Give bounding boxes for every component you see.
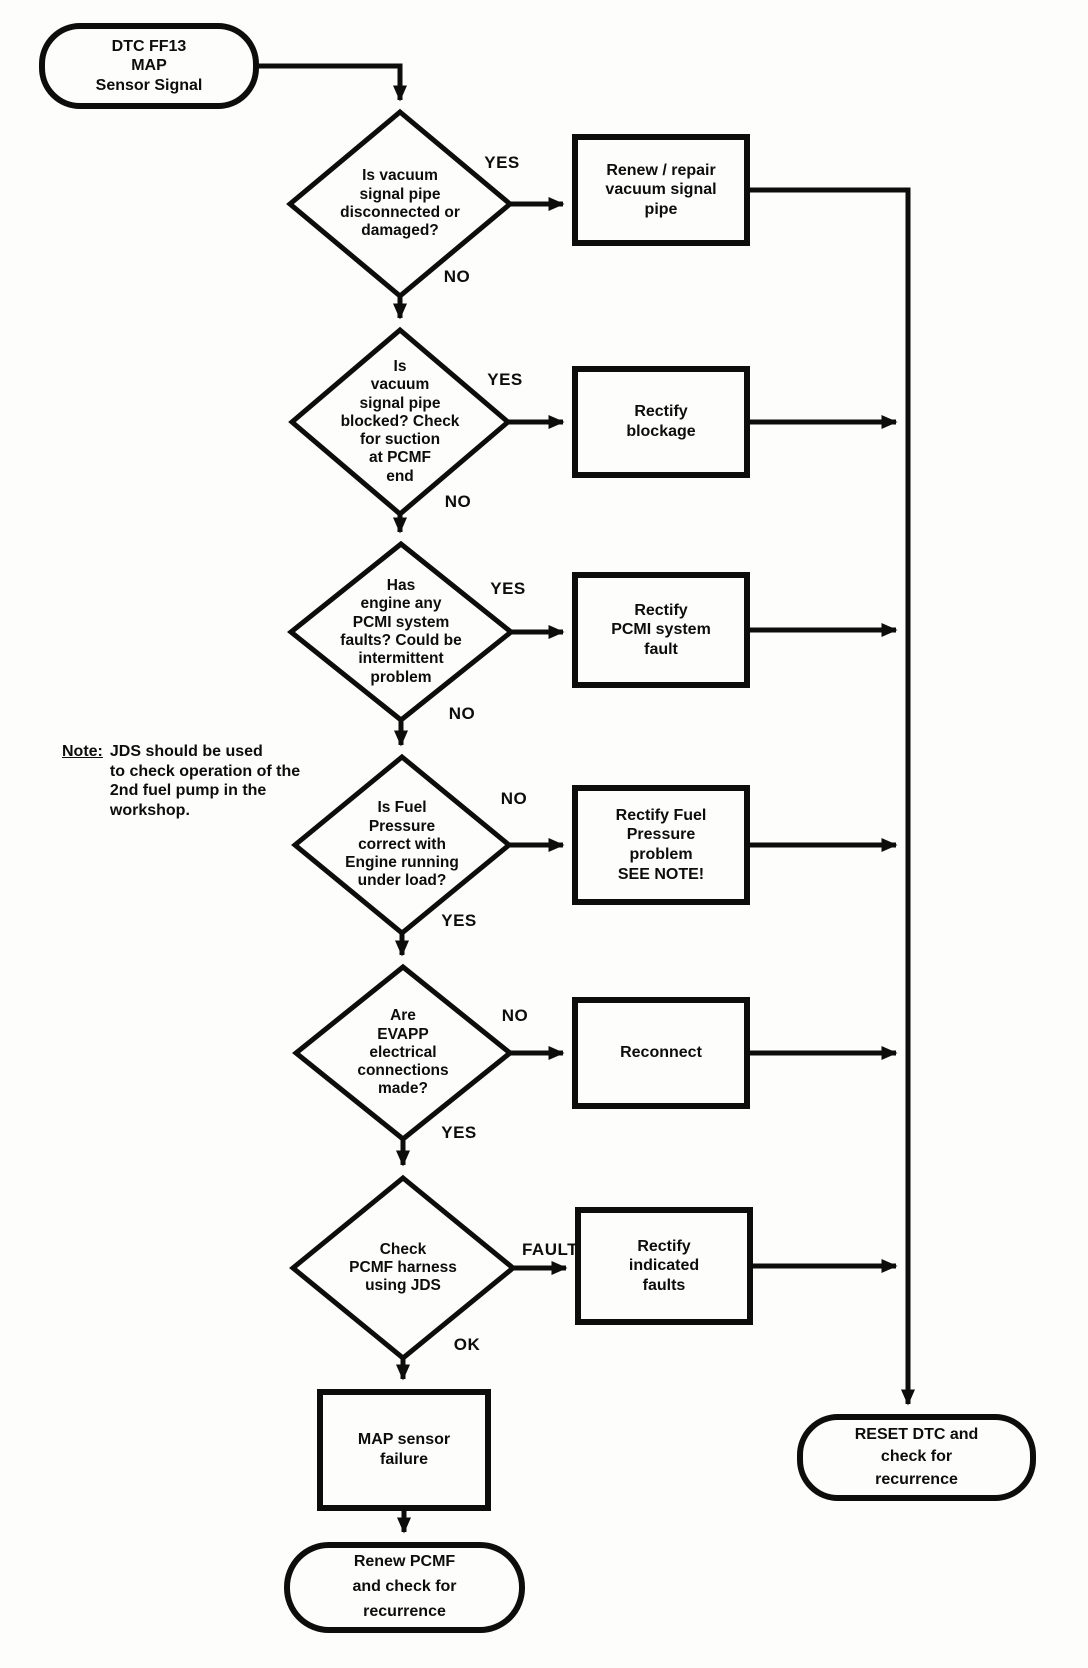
decision-evapp-connections: Are EVAPP electrical connections made? <box>357 1007 449 1098</box>
action-6-shape <box>575 1207 753 1325</box>
edge-label-no-3: NO <box>448 704 476 723</box>
action-renew-vacuum-pipe: Renew / repair vacuum signal pipe <box>605 161 717 218</box>
decision-2-shape <box>288 326 512 518</box>
reset-terminator-shape <box>797 1414 1036 1501</box>
decision-vacuum-pipe-damaged: Is vacuum signal pipe disconnected or da… <box>340 167 460 240</box>
edge-label-yes-3: YES <box>490 579 526 598</box>
action-reconnect: Reconnect <box>620 1044 702 1062</box>
action-4-shape <box>572 785 750 905</box>
edge-label-ok-6: OK <box>453 1335 481 1354</box>
action-rectify-fuel-pressure: Rectify Fuel Pressure problem SEE NOTE! <box>615 806 707 883</box>
edge-label-yes-2: YES <box>487 370 523 389</box>
decision-4-shape <box>291 753 513 937</box>
jds-note-label: Note: <box>62 743 103 760</box>
edge-label-yes-4: YES <box>441 911 477 930</box>
edge-label-yes-1: YES <box>484 153 520 172</box>
edge-label-no-4: NO <box>500 789 528 808</box>
jds-note-text: JDS should be used to check operation of… <box>109 743 301 819</box>
edge-label-no-1: NO <box>443 267 471 286</box>
connector-start-to-decision1 <box>258 63 407 102</box>
action-rectify-pcmi-fault: Rectify PCMI system fault <box>611 601 711 658</box>
decision-vacuum-pipe-blocked: Is vacuum signal pipe blocked? Check for… <box>340 358 460 485</box>
renew-pcmf-terminator: Renew PCMF and check for recurrence <box>352 1553 457 1620</box>
renew-terminator-shape <box>284 1542 525 1633</box>
action-rectify-indicated-faults: Rectify indicated faults <box>628 1237 700 1294</box>
decision-pcmi-system-faults: Has engine any PCMI system faults? Could… <box>340 577 462 686</box>
edge-label-no-2: NO <box>444 492 472 511</box>
decision-1-shape <box>286 108 514 300</box>
connector-collector-line <box>747 187 915 1406</box>
reset-dtc-terminator: RESET DTC and check for recurrence <box>854 1425 979 1488</box>
decision-check-pcmf-harness: Check PCMF harness using JDS <box>349 1240 457 1295</box>
edge-label-fault-6: FAULT <box>521 1240 578 1259</box>
map-failure-shape <box>317 1389 491 1511</box>
jds-note: Note: JDS should be used to check operat… <box>62 742 332 820</box>
action-1-shape <box>572 134 750 246</box>
action-2-shape <box>572 366 750 478</box>
start-terminator-shape <box>39 23 259 109</box>
decision-fuel-pressure: Is Fuel Pressure correct with Engine run… <box>345 799 459 890</box>
action-3-shape <box>572 572 750 688</box>
edge-label-yes-5: YES <box>441 1123 477 1142</box>
start-terminator: DTC FF13 MAP Sensor Signal <box>95 37 203 94</box>
action-rectify-blockage: Rectify blockage <box>626 403 696 440</box>
action-5-shape <box>572 997 750 1109</box>
map-sensor-failure-box: MAP sensor failure <box>357 1431 451 1468</box>
decision-5-shape <box>292 963 514 1143</box>
decision-3-shape <box>286 540 516 724</box>
edge-label-no-5: NO <box>501 1006 529 1025</box>
decision-6-shape <box>289 1174 517 1362</box>
